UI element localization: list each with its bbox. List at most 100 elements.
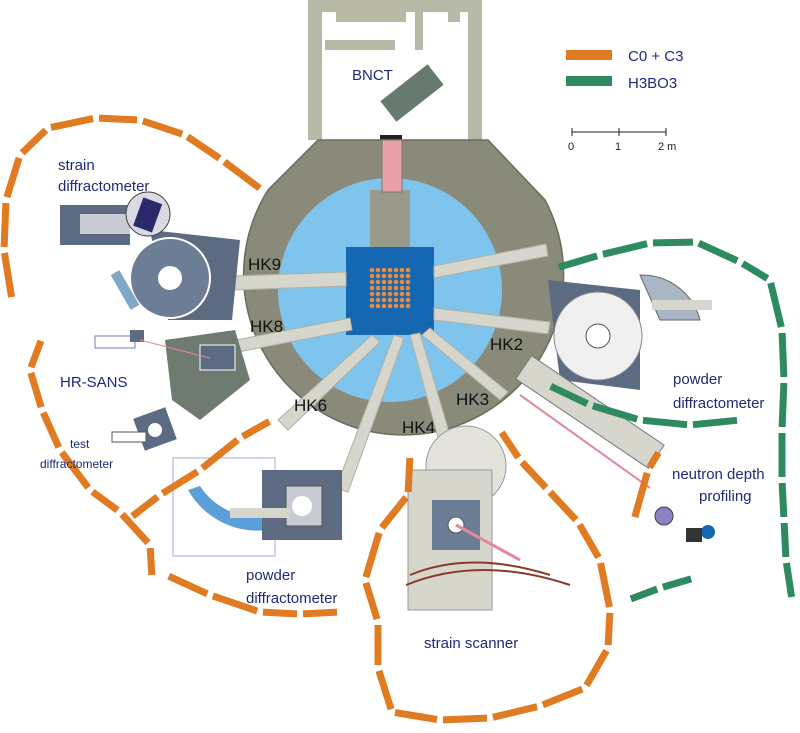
label-powder-left-1: powder xyxy=(246,567,295,584)
h3bo3-segment xyxy=(652,238,694,247)
h3bo3-segment xyxy=(629,585,659,603)
c0-c3-segment xyxy=(27,339,45,369)
label-hk6: HK6 xyxy=(294,396,327,415)
c0-c3-segment xyxy=(302,608,338,618)
c0-c3-segment xyxy=(3,156,23,199)
fuel-element xyxy=(375,285,381,291)
strain-scanner xyxy=(405,425,571,611)
label-hk4: HK4 xyxy=(402,418,435,437)
fuel-element xyxy=(381,303,387,309)
fuel-element xyxy=(369,273,375,279)
fuel-element xyxy=(387,297,393,303)
fuel-element xyxy=(405,291,411,297)
bnct-wall-right xyxy=(468,0,482,140)
fuel-element xyxy=(369,297,375,303)
h3bo3-segment xyxy=(591,402,639,423)
fuel-element xyxy=(381,291,387,297)
fuel-element xyxy=(381,273,387,279)
bnct-beam-channel xyxy=(370,190,410,250)
instrument-labels: strain diffractometer HR-SANS test diffr… xyxy=(40,157,765,652)
fuel-element xyxy=(375,273,381,279)
bnct-facility xyxy=(308,0,482,141)
c0-c3-shielding xyxy=(0,114,662,724)
c0-c3-segment xyxy=(1,252,15,298)
beam-tube-hk6 xyxy=(277,334,381,431)
fuel-element xyxy=(393,291,399,297)
c0-c3-segment xyxy=(185,133,222,162)
label-strain-scanner: strain scanner xyxy=(424,635,518,652)
h3bo3-segment xyxy=(549,383,589,407)
c0-c3-segment xyxy=(40,411,62,449)
powder-diffractometer-left xyxy=(172,457,342,557)
fuel-element xyxy=(369,279,375,285)
fuel-element xyxy=(399,297,405,303)
c0-c3-segment xyxy=(362,531,383,579)
legend-swatch-h3bo3 xyxy=(566,76,612,86)
strain-diffractometer xyxy=(60,191,240,320)
label-hk9: HK9 xyxy=(248,255,281,274)
legend-label-h3bo3: H3BO3 xyxy=(628,75,677,92)
label-strain-diffractometer-2: diffractometer xyxy=(58,178,149,195)
fuel-element xyxy=(369,285,375,291)
fuel-element xyxy=(375,303,381,309)
c0-c3-segment xyxy=(394,709,438,723)
beam-tube-hk1 xyxy=(433,243,549,279)
legend-label-c0c3: C0 + C3 xyxy=(628,48,683,65)
hr-sans-instrument xyxy=(94,330,250,420)
c0-c3-segment xyxy=(379,495,409,530)
c0-c3-segment xyxy=(50,115,94,131)
c0-c3-segment xyxy=(498,430,522,460)
label-hk3: HK3 xyxy=(456,390,489,409)
fuel-element xyxy=(393,273,399,279)
fuel-element xyxy=(387,291,393,297)
label-ndp-2: profiling xyxy=(699,488,752,505)
scale-tick-2m: 2 m xyxy=(658,141,676,153)
c0-c3-segment xyxy=(98,114,138,124)
fuel-element xyxy=(387,303,393,309)
fuel-element xyxy=(399,279,405,285)
c0-c3-segment xyxy=(211,592,259,615)
scale-tick-0: 0 xyxy=(568,141,574,153)
detector-bank-left xyxy=(188,486,268,531)
c0-c3-segment xyxy=(362,581,381,621)
beam-tubes xyxy=(231,243,551,493)
fuel-element xyxy=(369,303,375,309)
fuel-element xyxy=(381,279,387,285)
fuel-element xyxy=(369,267,375,273)
h3bo3-segment xyxy=(740,260,770,282)
c0-c3-segment xyxy=(631,471,651,519)
label-powder-right-1: powder xyxy=(673,371,722,388)
fuel-element xyxy=(393,279,399,285)
c0-c3-segment xyxy=(519,459,549,491)
legend-swatch-c0c3 xyxy=(566,50,612,60)
c0-c3-segment xyxy=(130,494,160,519)
label-strain-diffractometer-1: strain xyxy=(58,157,95,174)
fuel-element xyxy=(405,273,411,279)
fuel-element xyxy=(405,285,411,291)
h3bo3-segment xyxy=(767,282,785,328)
fuel-element xyxy=(405,267,411,273)
fuel-element xyxy=(375,267,381,273)
beam-tube-hk2 xyxy=(433,307,551,335)
c0-c3-segment xyxy=(583,648,610,688)
fuel-element xyxy=(399,291,405,297)
fuel-element xyxy=(399,267,405,273)
reactor-shield xyxy=(242,139,565,436)
c0-c3-segment xyxy=(404,457,414,493)
c0-c3-segment xyxy=(200,437,240,471)
fuel-element xyxy=(405,297,411,303)
label-powder-left-2: diffractometer xyxy=(246,590,337,607)
c0-c3-segment xyxy=(58,450,91,490)
c0-c3-segment xyxy=(0,202,10,248)
c0-c3-segment xyxy=(119,511,151,546)
fuel-element xyxy=(399,273,405,279)
c0-c3-segment xyxy=(240,418,272,440)
h3bo3-segment xyxy=(642,416,688,429)
c0-c3-segment xyxy=(141,117,184,138)
bnct-wall-left xyxy=(308,0,322,140)
fuel-element xyxy=(375,291,381,297)
c0-c3-segment xyxy=(646,450,662,470)
fuel-element xyxy=(399,303,405,309)
beam-tube-hk6b xyxy=(335,334,405,493)
